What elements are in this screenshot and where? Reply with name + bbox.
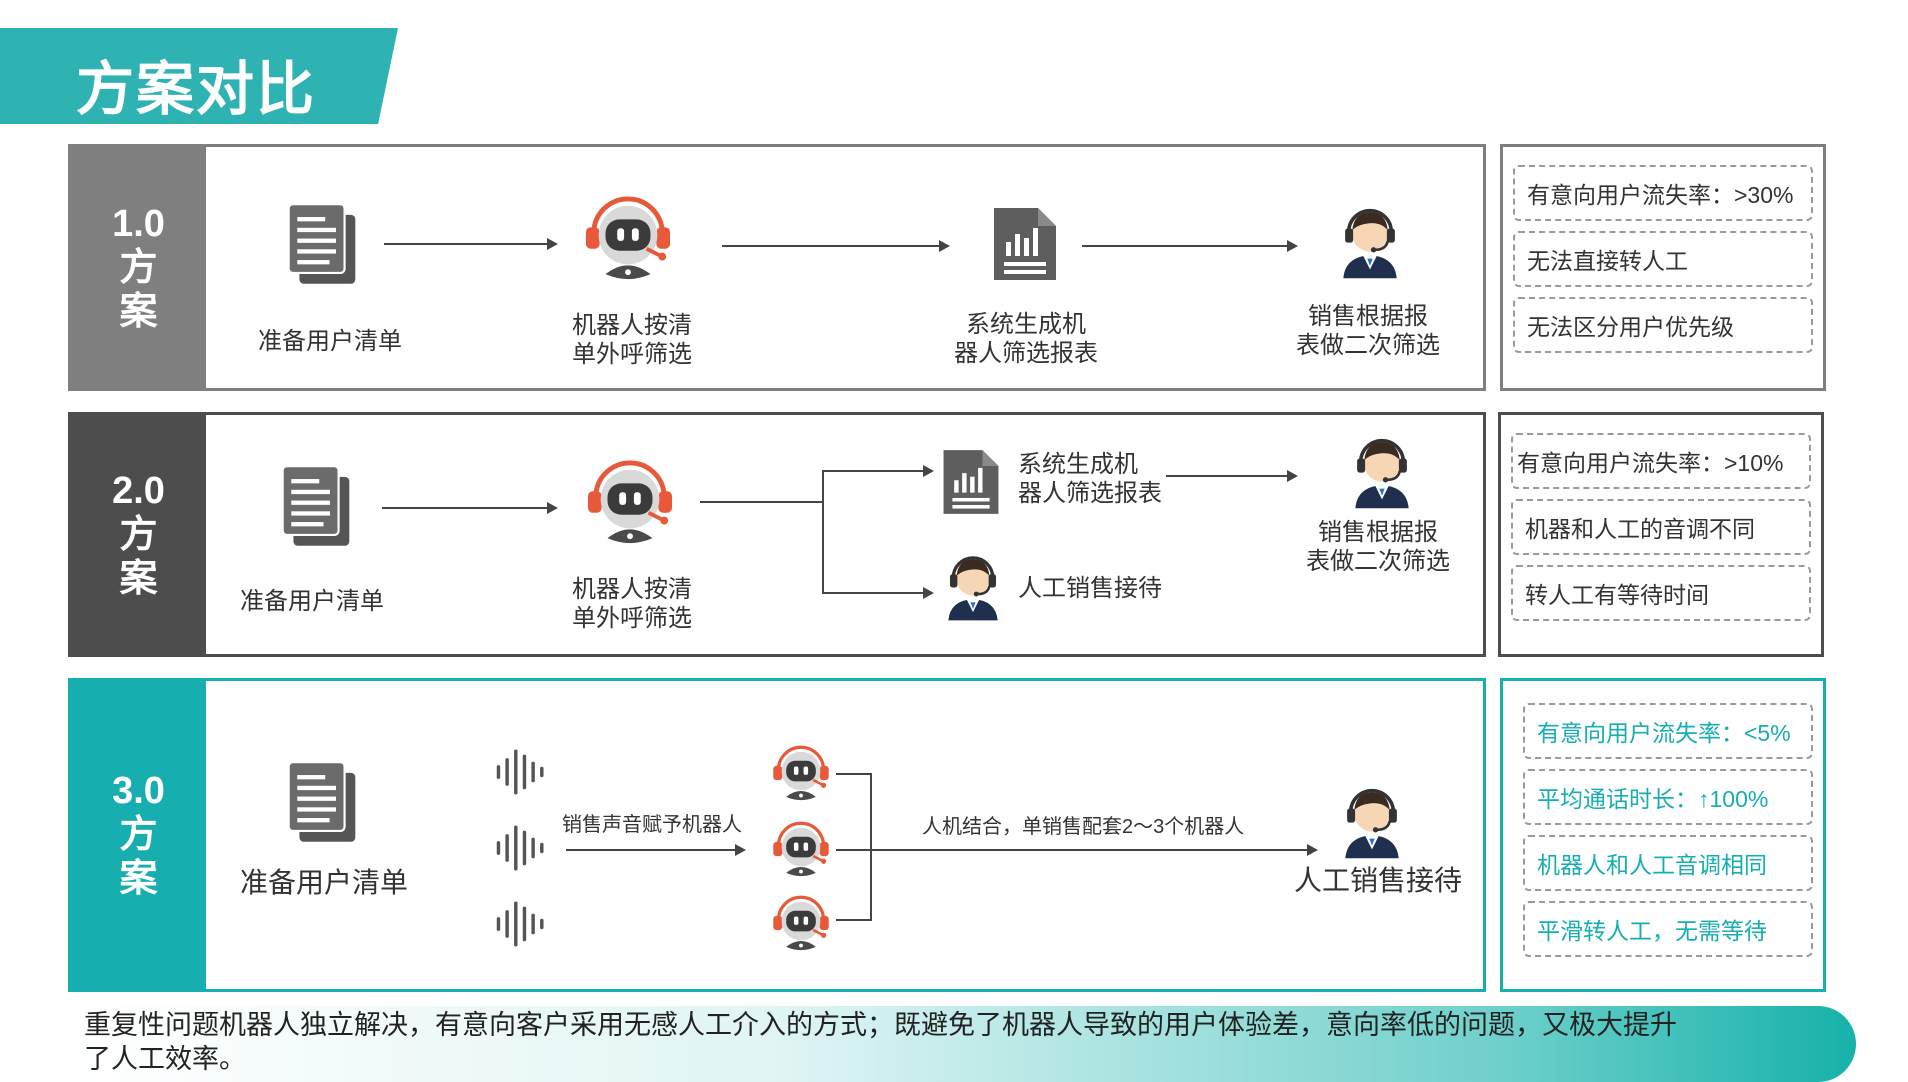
plan-3-results: 有意向用户流失率：<5% 平均通话时长：↑100% 机器人和人工音调相同 平滑转…: [1500, 678, 1826, 992]
robot-icon: [772, 744, 830, 802]
plan-2-step-prepare: 准备用户清单: [240, 588, 384, 615]
document-icon: [284, 202, 360, 288]
plan-1-panel: 1.0 方 案: [68, 144, 1486, 391]
footer-line-1: 重复性问题机器人独立解决，有意向客户采用无感人工介入的方式；既避免了机器人导致的…: [84, 1010, 1677, 1040]
plan-3-result-1: 有意向用户流失率：<5%: [1523, 703, 1813, 759]
plan-2-step-report-2: 器人筛选报表: [1018, 480, 1162, 507]
plan-2-number: 2.0: [112, 469, 165, 512]
plan-2-step-report-1: 系统生成机: [1018, 451, 1138, 478]
plan-1-arrow-2: [722, 240, 950, 252]
plan-2-arrow-upper: [822, 465, 934, 477]
report-icon: [990, 204, 1060, 284]
plan-3-arrow-voice: [566, 844, 746, 856]
plan-3-result-4: 平滑转人工，无需等待: [1523, 901, 1813, 957]
plan-3-result-2: 平均通话时长：↑100%: [1523, 769, 1813, 825]
plan-2-label-b: 案: [119, 557, 158, 600]
plan-1-step-sales-2: 表做二次筛选: [1296, 332, 1440, 359]
agent-icon: [940, 548, 1006, 622]
plan-2-step-sales-2: 表做二次筛选: [1306, 548, 1450, 575]
plan-3-panel: 3.0 方 案: [68, 678, 1486, 992]
plan-2-result-2: 机器和人工的音调不同: [1511, 499, 1811, 555]
plan-2-result-3: 转人工有等待时间: [1511, 565, 1811, 621]
plan-3-bracket-mid: [836, 849, 872, 851]
agent-icon: [1334, 200, 1406, 280]
plan-3-bracket-vertical: [870, 773, 872, 921]
robot-icon: [772, 894, 830, 952]
footer-banner: [70, 1006, 1856, 1082]
plan-1-label-b: 案: [119, 290, 158, 333]
plan-2-label: 2.0 方 案: [71, 415, 206, 654]
header-banner: [0, 28, 398, 124]
plan-1-arrow-1: [384, 238, 558, 250]
plan-3-number: 3.0: [112, 770, 165, 812]
plan-3-bracket-top: [836, 773, 872, 775]
agent-icon: [1336, 780, 1408, 860]
plan-3-label: 3.0 方 案: [71, 681, 206, 989]
plan-1-step-sales-1: 销售根据报: [1308, 303, 1428, 330]
plan-3-step-prepare: 准备用户清单: [240, 867, 409, 898]
plan-1-step-prepare: 准备用户清单: [258, 328, 402, 355]
plan-1-step-robot-2: 单外呼筛选: [572, 341, 692, 368]
plan-2-results: 有意向用户流失率：>10% 机器和人工的音调不同 转人工有等待时间: [1498, 412, 1824, 657]
agent-icon: [1346, 430, 1418, 510]
plan-2-branch-line: [700, 501, 824, 503]
plan-2-arrow-lower: [822, 587, 934, 599]
plan-2-result-1: 有意向用户流失率：>10%: [1511, 433, 1811, 489]
plan-1-result-2: 无法直接转人工: [1513, 231, 1813, 287]
plan-1-results: 有意向用户流失率：>30% 无法直接转人工 无法区分用户优先级: [1500, 144, 1826, 391]
plan-3-step-human: 人工销售接待: [1294, 865, 1463, 896]
plan-1-step-report-2: 器人筛选报表: [954, 340, 1098, 367]
plan-3-label-a: 方: [119, 814, 158, 856]
plan-1-result-3: 无法区分用户优先级: [1513, 297, 1813, 353]
footer-line-2: 了人工效率。: [84, 1044, 246, 1074]
plan-1-step-report-1: 系统生成机: [966, 311, 1086, 338]
robot-icon: [586, 458, 674, 546]
plan-2-label-a: 方: [119, 513, 158, 556]
plan-2-arrow-1: [382, 502, 558, 514]
document-icon: [284, 760, 360, 846]
plan-1-label-a: 方: [119, 246, 158, 289]
plan-3-bracket-bottom: [836, 919, 872, 921]
plan-3-arrow-combo: [872, 844, 1318, 856]
plan-2-step-sales-1: 销售根据报: [1318, 519, 1438, 546]
soundwave-icon: [492, 898, 550, 950]
plan-3-label-b: 案: [119, 858, 158, 900]
robot-icon: [584, 194, 672, 282]
plan-2-panel: 2.0 方 案: [68, 412, 1486, 657]
plan-2-arrow-report: [1166, 470, 1298, 482]
soundwave-icon: [492, 822, 550, 874]
footer-summary: 重复性问题机器人独立解决，有意向客户采用无感人工介入的方式；既避免了机器人导致的…: [84, 1008, 1844, 1076]
plan-1-result-1: 有意向用户流失率：>30%: [1513, 165, 1813, 221]
report-icon: [940, 446, 1002, 518]
plan-1-arrow-3: [1082, 240, 1298, 252]
plan-1-label: 1.0 方 案: [71, 147, 206, 388]
page-title: 方案对比: [76, 57, 317, 122]
document-icon: [278, 464, 354, 550]
robot-icon: [772, 820, 830, 878]
plan-2-step-robot-1: 机器人按清: [572, 576, 692, 603]
plan-1-step-robot-1: 机器人按清: [572, 312, 692, 339]
plan-3-result-3: 机器人和人工音调相同: [1523, 835, 1813, 891]
plan-1-number: 1.0: [112, 202, 165, 245]
plan-3-voice-label: 销售声音赋予机器人: [562, 814, 742, 836]
plan-2-step-robot-2: 单外呼筛选: [572, 605, 692, 632]
plan-2-branch-vertical: [822, 470, 824, 594]
plan-3-combo-label: 人机结合，单销售配套2～3个机器人: [922, 816, 1245, 838]
plan-2-step-human: 人工销售接待: [1018, 575, 1162, 602]
soundwave-icon: [492, 746, 550, 798]
